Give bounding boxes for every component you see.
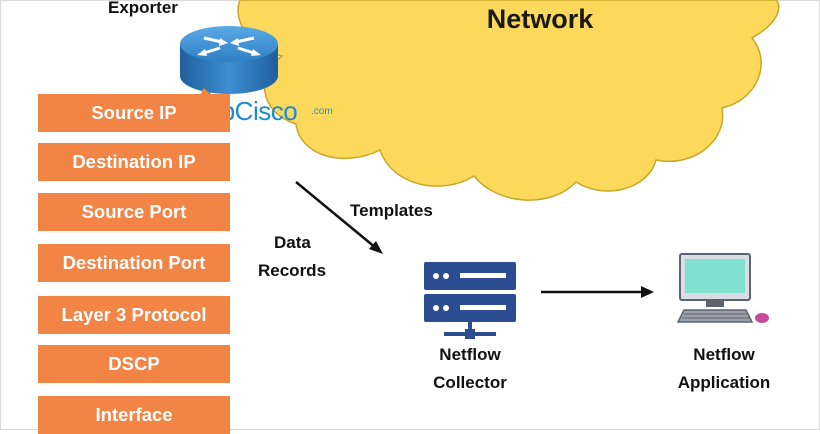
watermark-suffix: .com — [311, 106, 333, 117]
field-source-ip: Source IP — [38, 94, 230, 132]
field-source-port: Source Port — [38, 193, 230, 231]
network-title: Network — [486, 4, 594, 34]
collector-label-line2: Collector — [433, 373, 507, 392]
field-destination-ip: Destination IP — [38, 143, 230, 181]
records-label: Records — [258, 261, 327, 280]
field-layer3-protocol: Layer 3 Protocol — [38, 296, 230, 334]
application-label-line1: Netflow — [693, 345, 755, 364]
data-label: Data — [274, 233, 311, 252]
collector-label-line1: Netflow — [439, 345, 501, 364]
application-label-line2: Application — [677, 373, 771, 392]
router-icon — [180, 26, 278, 94]
field-interface: Interface — [38, 396, 230, 434]
exporter-label: Exporter — [108, 0, 178, 17]
field-dscp: DSCP — [38, 345, 230, 383]
computer-icon — [676, 253, 769, 323]
templates-label: Templates — [350, 201, 433, 220]
field-destination-port: Destination Port — [38, 244, 230, 282]
server-icon — [424, 262, 516, 339]
